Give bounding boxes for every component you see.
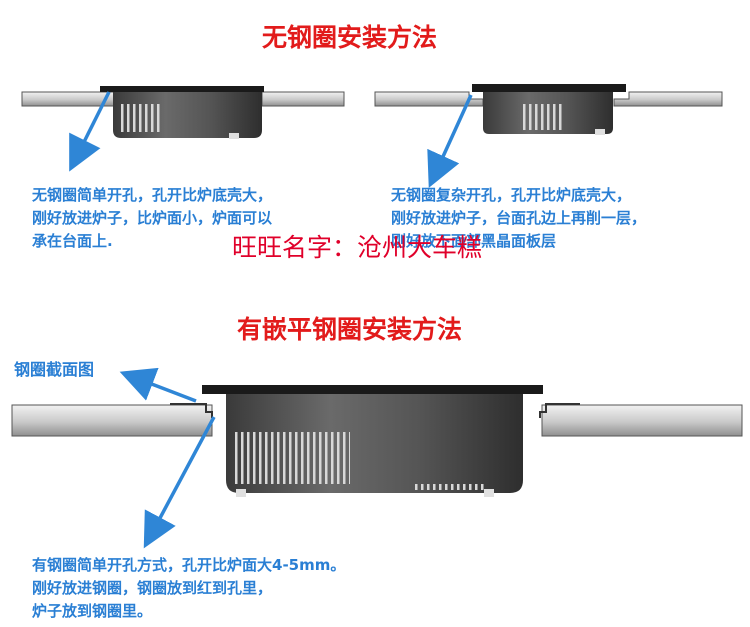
pointer-arrow <box>143 416 216 549</box>
countertop-right <box>613 91 723 107</box>
countertop-right <box>541 404 743 437</box>
glass-panel <box>202 385 543 394</box>
note-line: 刚好放进炉子，台面孔边上再削一层， <box>391 209 647 227</box>
section1-left-note: 无钢圈简单开孔，孔开比炉底壳大， 刚好放进炉子，比炉面小，炉面可以 承在台面上. <box>32 184 272 253</box>
pointer-arrow <box>427 94 473 188</box>
steel-ring-callout: 钢圈截面图 <box>14 360 95 379</box>
cooker-foot <box>229 133 239 139</box>
vent-grille <box>521 104 565 130</box>
glass-panel <box>472 84 626 92</box>
section1-right-note: 无钢圈复杂开孔，孔开比炉底壳大， 刚好放进炉子，台面孔边上再削一层， 刚好放下面… <box>391 184 646 253</box>
note-line: 无钢圈复杂开孔，孔开比炉底壳大， <box>391 186 632 204</box>
note-line: 有钢圈简单开孔方式，孔开比炉面大4-5mm。 <box>32 556 346 574</box>
note-line: 无钢圈简单开孔，孔开比炉底壳大， <box>32 186 273 204</box>
callout-arrow <box>119 367 197 403</box>
note-line: 炉子放到钢圈里。 <box>32 602 153 620</box>
vent-grille <box>232 432 350 484</box>
vent-strip <box>415 484 485 490</box>
steel-ring-left <box>170 403 213 418</box>
vent-grille <box>118 104 162 132</box>
cooker-foot <box>595 129 605 135</box>
diagram-no-ring-simple <box>21 86 345 172</box>
note-line: 刚好放进炉子，比炉面小，炉面可以 <box>32 209 273 227</box>
cooker-foot <box>484 489 494 497</box>
section2-title: 有嵌平钢圈安装方法 <box>237 315 463 344</box>
countertop-right <box>261 91 345 107</box>
cooker-foot <box>236 489 246 497</box>
diagram-no-ring-complex <box>374 84 723 188</box>
note-line: 刚好放进钢圈，钢圈放到红到孔里， <box>32 579 273 597</box>
steel-ring-right <box>539 403 580 418</box>
pointer-arrow <box>69 91 111 172</box>
section1-title: 无钢圈安装方法 <box>262 23 438 52</box>
glass-panel <box>100 86 264 92</box>
note-line: 承在台面上. <box>32 232 113 250</box>
section2-note: 有钢圈简单开孔方式，孔开比炉面大4-5mm。 刚好放进钢圈，钢圈放到红到孔里， … <box>32 554 345 623</box>
countertop-left <box>11 404 213 437</box>
note-line: 刚好放下面部黑晶面板层 <box>391 232 557 250</box>
diagram-with-steel-ring <box>11 367 743 549</box>
countertop-left <box>21 91 115 107</box>
watermark: 旺旺名字：沧州大车糕 <box>232 233 483 262</box>
